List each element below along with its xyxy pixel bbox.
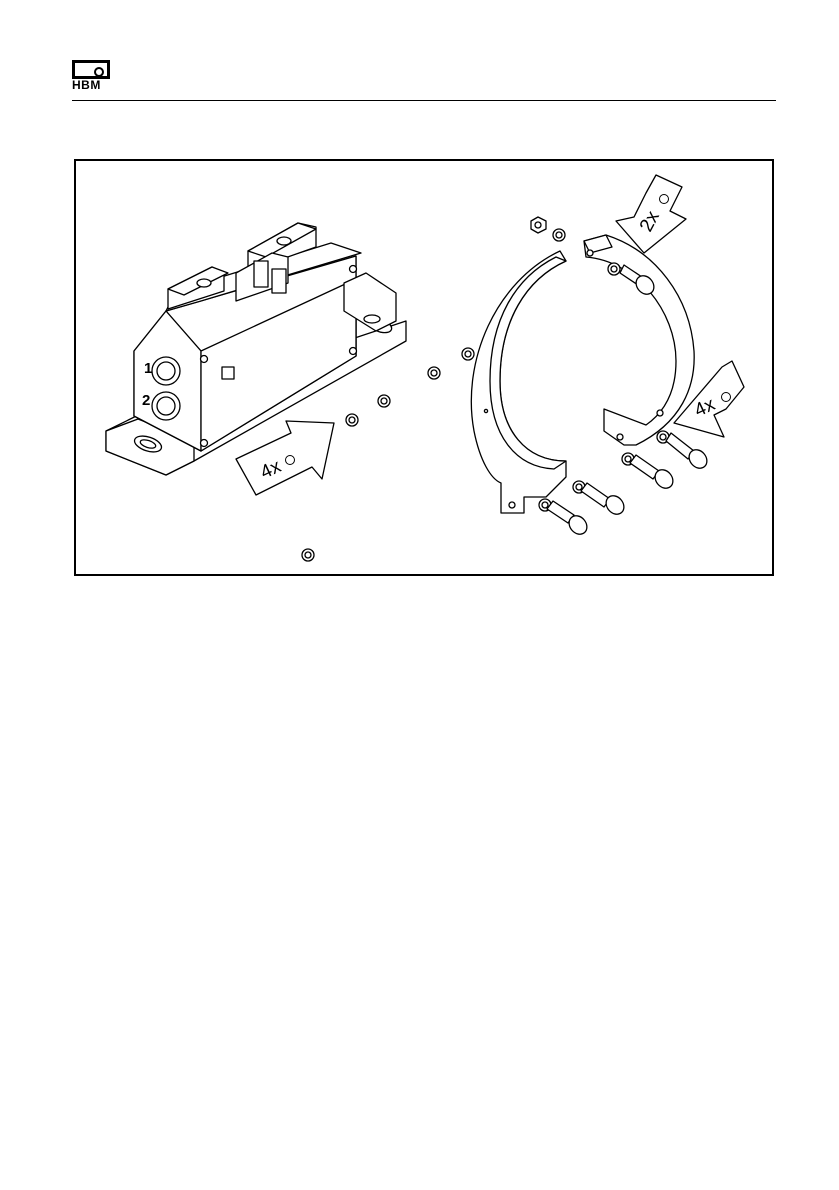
assembly-drawing: 4x 2x 4x 1 2 bbox=[76, 161, 772, 574]
arrow-left bbox=[236, 421, 334, 495]
sensor-body bbox=[106, 223, 406, 475]
nut-and-washer bbox=[531, 217, 565, 241]
ring-half-left bbox=[471, 251, 566, 513]
header-divider bbox=[72, 100, 776, 101]
assembly-figure: 4x 2x 4x 1 2 bbox=[74, 159, 774, 576]
logo-mark bbox=[72, 60, 110, 79]
logo-text: HBM bbox=[72, 78, 110, 92]
connector-1-label: 1 bbox=[144, 360, 152, 377]
hbm-logo: HBM bbox=[72, 60, 110, 92]
ring-half-right bbox=[584, 235, 694, 445]
logo-circle bbox=[94, 67, 104, 77]
connector-2-label: 2 bbox=[142, 392, 150, 409]
